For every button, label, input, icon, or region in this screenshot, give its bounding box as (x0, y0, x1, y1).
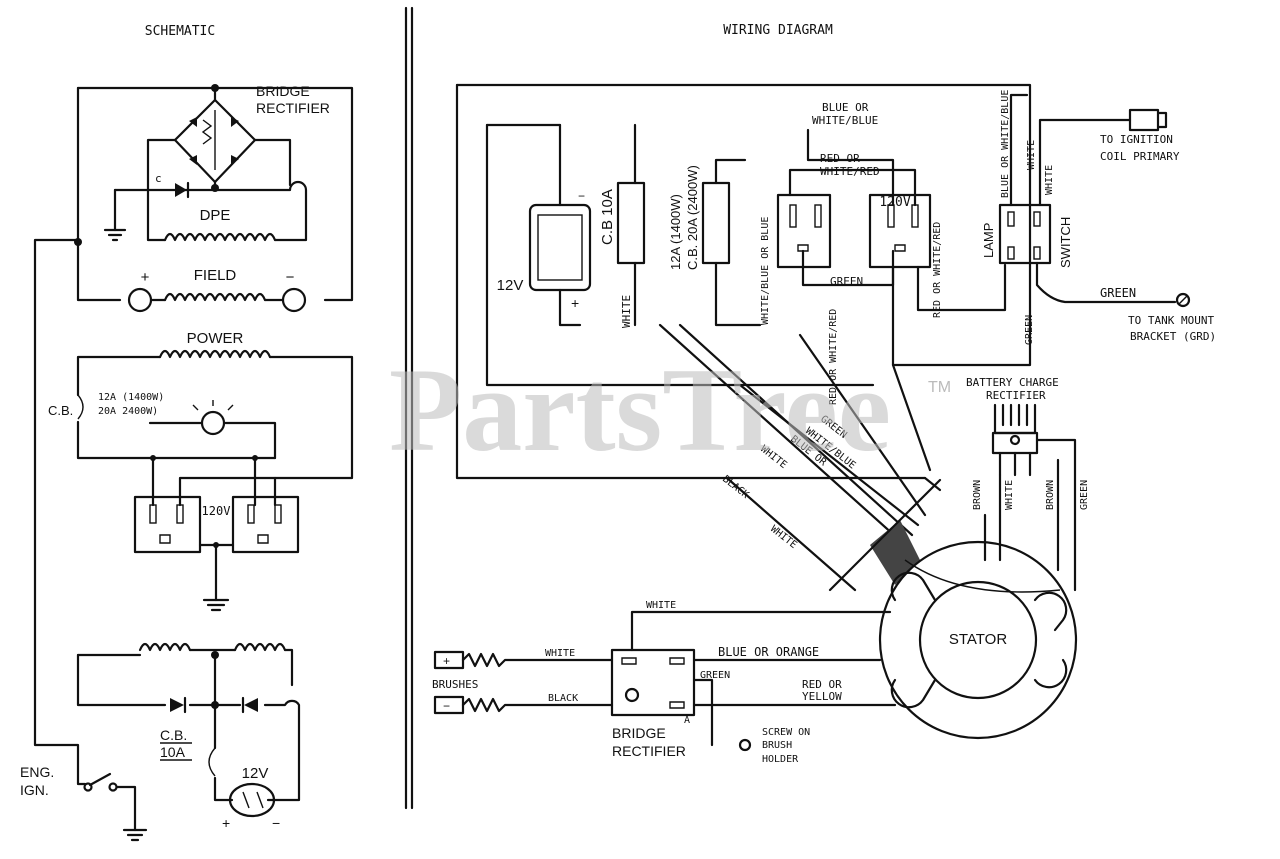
field-plus: + (141, 269, 150, 286)
wd-cb12a-line2: C.B. 20A (2400W) (685, 165, 700, 270)
wd-battery-charge-2: RECTIFIER (986, 389, 1046, 402)
wd-green-label: GREEN (830, 275, 863, 288)
wd-white-stator: WHITE (1004, 480, 1015, 510)
cb-label: C.B. (48, 403, 73, 418)
wd-12v-plus: + (571, 295, 579, 311)
wd-brushes-label: BRUSHES (432, 678, 478, 691)
eng-label: ENG. (20, 764, 54, 780)
wd-screw-on-2: BRUSH (762, 740, 792, 751)
wd-green-stator: GREEN (1079, 480, 1090, 510)
power-label: POWER (187, 330, 244, 347)
wd-stator (878, 540, 1078, 740)
wd-green-vert: GREEN (1024, 315, 1035, 345)
wd-wire-bundle (658, 323, 942, 592)
battery-minus: − (272, 815, 280, 831)
wd-blue-or-1: BLUE OR (822, 101, 869, 114)
wd-to-tank-2: BRACKET (GRD) (1130, 330, 1216, 343)
wd-120v-label: 120V (879, 195, 910, 210)
wd-lamp-label: LAMP (981, 223, 996, 258)
battery-plus: + (222, 815, 230, 831)
wd-brown-2: BROWN (1045, 480, 1056, 510)
wd-screw-on-1: SCREW ON (762, 727, 810, 738)
wd-red-white-red-vert: RED OR WHITE/RED (932, 222, 943, 318)
wd-red-or-1: RED OR (820, 152, 860, 165)
wd-white-top: WHITE (646, 600, 676, 611)
receptacle-120v-label: 120V (202, 504, 231, 518)
wd-red-or-yellow-2: YELLOW (802, 690, 842, 703)
wd-black-brush: BLACK (548, 693, 578, 704)
wd-green-bridge: GREEN (700, 670, 730, 681)
wd-cb10a-label: C.B 10A (599, 189, 616, 245)
wd-white-brush: WHITE (545, 648, 575, 659)
wd-12v-minus: − (578, 189, 585, 203)
wd-12v-receptacle (528, 203, 592, 292)
wd-lamp-switch (998, 203, 1052, 265)
watermark: PartsTree (389, 343, 891, 476)
field-label: FIELD (194, 267, 237, 284)
wd-white-switch: WHITE (1026, 140, 1037, 170)
wiring-diagram-header: WIRING DIAGRAM (723, 23, 833, 38)
wd-green-tank: GREEN (1100, 286, 1136, 300)
wd-brown-1: BROWN (972, 480, 983, 510)
wd-brush-minus-sign: − (443, 699, 450, 713)
wd-brush-plus-sign: + (443, 654, 450, 668)
wd-red-or-2: WHITE/RED (820, 165, 880, 178)
wd-to-ignition-2: COIL PRIMARY (1100, 150, 1180, 163)
wd-white-blue-or-blue: WHITE/BLUE OR BLUE (760, 217, 771, 325)
wd-blue-or-orange: BLUE OR ORANGE (718, 645, 819, 659)
wd-stator-label: STATOR (949, 631, 1008, 648)
schematic-panel: c DPE FIELD + − BRIDGE RECTIFIER POWER C… (20, 83, 354, 842)
wd-to-ignition-1: TO IGNITION (1100, 133, 1173, 146)
ign-label: IGN. (20, 782, 49, 798)
lamp-symbol (200, 410, 226, 436)
schematic-c-mark: c (155, 172, 162, 185)
wd-receptacle-2 (868, 193, 932, 269)
cb10a-label-bot: 10A (160, 744, 186, 760)
bridge-label-1: BRIDGE (256, 83, 310, 99)
wd-red-white-red-bottom: RED OR WHITE/RED (828, 309, 839, 405)
receptacle-right (231, 495, 300, 554)
wd-white-vert-1: WHITE (620, 295, 633, 328)
panel-divider (404, 6, 414, 810)
wd-switch-label: SWITCH (1058, 217, 1073, 268)
wd-bridge-rectifier (610, 648, 696, 717)
wd-white-switch-2: WHITE (1044, 165, 1055, 195)
battery-symbol (228, 782, 276, 818)
receptacle-left (133, 495, 202, 554)
schematic-header: SCHEMATIC (145, 24, 215, 39)
bridge-rectifier-symbol (146, 84, 292, 242)
bridge-label-2: RECTIFIER (256, 100, 330, 116)
wd-battery-charge-1: BATTERY CHARGE (966, 376, 1059, 389)
wd-red-or-yellow-1: RED OR (802, 678, 842, 691)
watermark-tm: TM (928, 379, 951, 396)
wd-blue-white-blue-vert: BLUE OR WHITE/BLUE (1000, 90, 1011, 198)
dpe-label: DPE (200, 207, 231, 224)
wd-cb10a (616, 181, 646, 265)
wd-bridge-label-2: RECTIFIER (612, 743, 686, 759)
wd-cb12a (701, 181, 731, 265)
wd-cb12a-line1: 12A (1400W) (668, 194, 683, 270)
cb-rating-1: 12A (1400W) (98, 392, 164, 403)
wd-to-tank-1: TO TANK MOUNT (1128, 314, 1214, 327)
wd-12v-label: 12V (497, 277, 524, 294)
cb10a-label-top: C.B. (160, 727, 187, 743)
wd-a-mark: A (684, 715, 690, 726)
wd-bcr-heatsink (993, 403, 1037, 435)
field-minus: − (286, 269, 295, 286)
wd-screw-on-3: HOLDER (762, 754, 799, 765)
wd-bridge-label-1: BRIDGE (612, 725, 666, 741)
wd-blue-or-2: WHITE/BLUE (812, 114, 878, 127)
cb-rating-2: 20A 2400W) (98, 406, 158, 417)
battery-12v-label: 12V (242, 765, 269, 782)
